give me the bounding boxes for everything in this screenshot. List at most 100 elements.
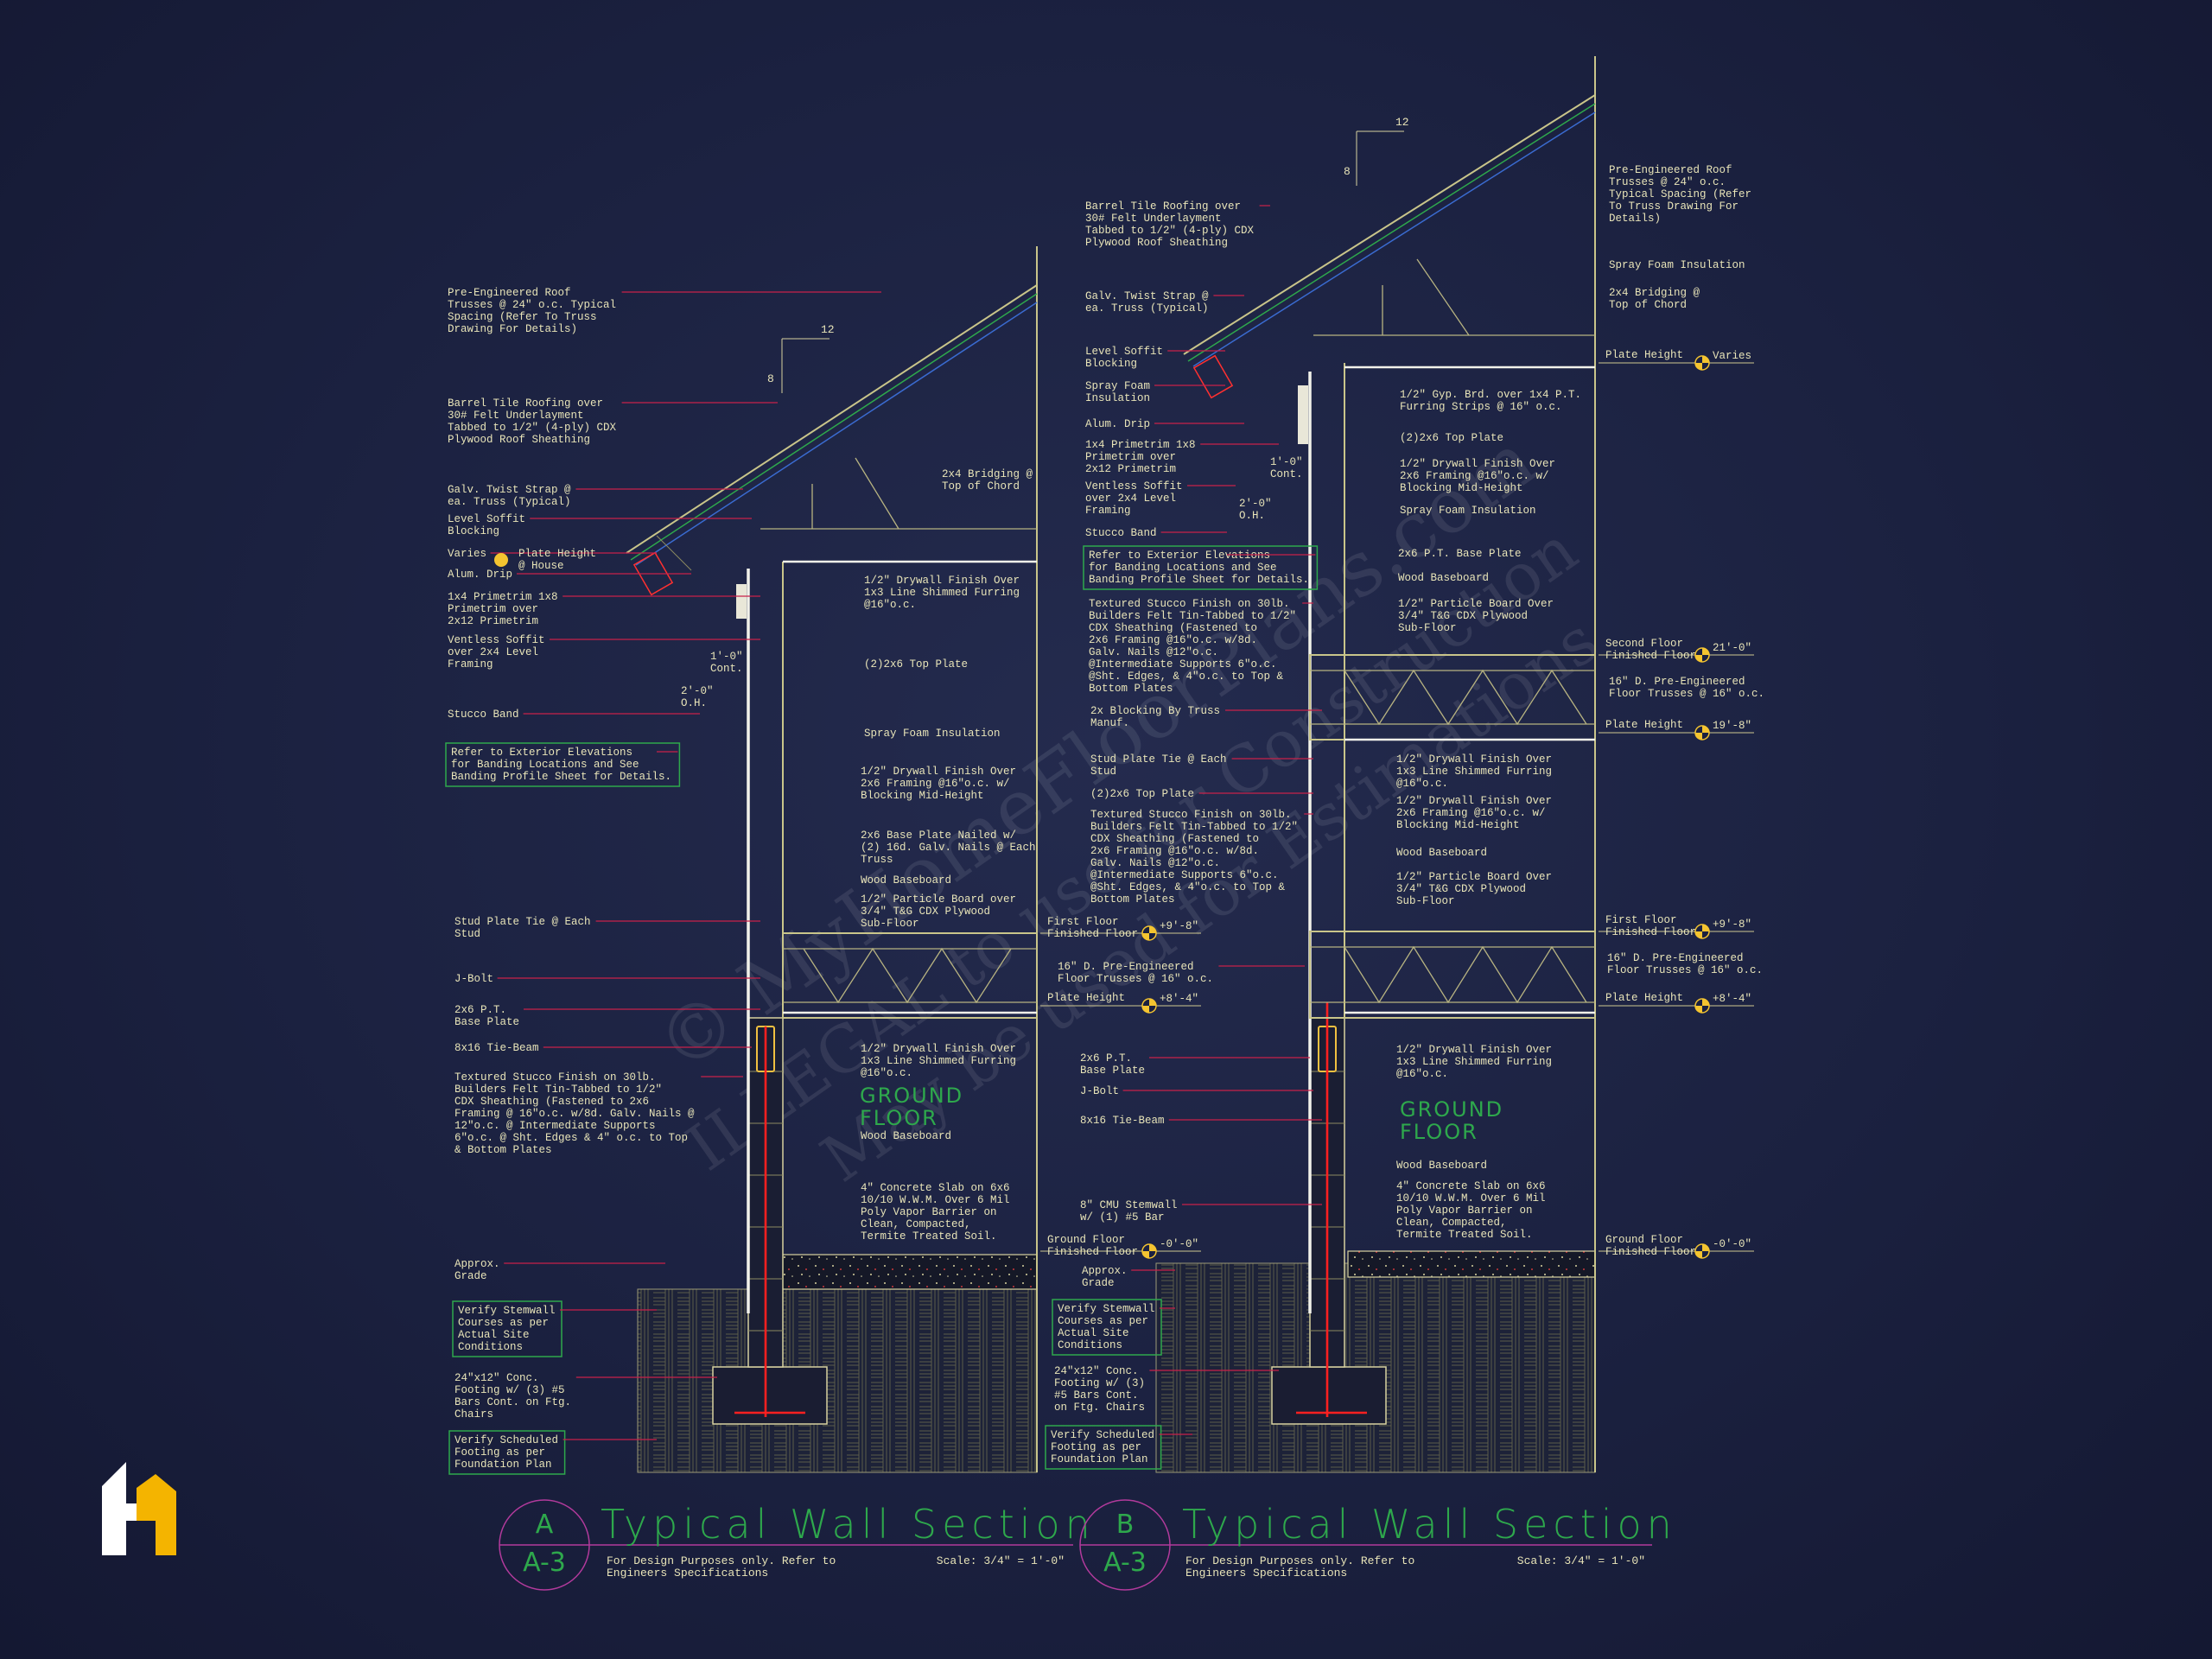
- datum-b-marker-2: [1694, 725, 1710, 741]
- note-b-left-21: 24"x12" Conc.Footing w/ (3)#5 Bars Cont.…: [1054, 1365, 1145, 1414]
- section-title-b: Typical Wall Section: [1182, 1501, 1677, 1548]
- note-a-inner-9: Wood Baseboard: [861, 1130, 951, 1142]
- section-title-a: Typical Wall Section: [601, 1501, 1096, 1548]
- note-a-left-box-16: [452, 1300, 563, 1357]
- overhang-b: 2'-0"O.H.: [1239, 498, 1272, 522]
- pitch-rise-b: 8: [1344, 165, 1351, 178]
- floor-truss-a: [782, 932, 1038, 1019]
- datum-b-marker-3: [1694, 924, 1710, 939]
- datum-b-label-4: Plate Height: [1605, 992, 1683, 1004]
- datum-b-value-5: -0'-0": [1713, 1238, 1751, 1250]
- datum-marker-house-a: [494, 553, 508, 567]
- note-b-inner-0: 1/2" Gyp. Brd. over 1x4 P.T.Furring Stri…: [1400, 389, 1581, 413]
- overhang-cont-b: 1'-0"Cont.: [1270, 456, 1303, 480]
- note-a-left-5: Alum. Drip: [448, 569, 512, 581]
- section-id-letter-a: A: [536, 1510, 554, 1540]
- note-a-inner-2: (2)2x6 Top Plate: [864, 658, 968, 671]
- note-a-left-box-18: [448, 1430, 566, 1475]
- pitch-run-a: 12: [821, 323, 835, 336]
- pitch-run-b: 12: [1395, 116, 1409, 129]
- note-b-left-17: 8x16 Tie-Beam: [1080, 1115, 1165, 1127]
- datum-b-value-2: 19'-8": [1713, 720, 1751, 732]
- overhang-cont-a: 1'-0"Cont.: [710, 651, 743, 675]
- plate-height-house-a: Plate Height@ House: [518, 548, 596, 572]
- datum-b-value-1: 21'-0": [1713, 642, 1751, 654]
- note-a-left-8: Stucco Band: [448, 709, 519, 721]
- note-b-left-1: Galv. Twist Strap @ea. Truss (Typical): [1085, 290, 1209, 315]
- datum-b-marker-1: [1694, 647, 1710, 663]
- datum-b-marker-0: [1694, 355, 1710, 371]
- footing-a: [712, 1366, 828, 1425]
- note-b-left-12: (2)2x6 Top Plate: [1090, 788, 1194, 800]
- note-b-right-1: Spray Foam Insulation: [1609, 259, 1745, 271]
- section-id-sheet-a: A-3: [523, 1548, 566, 1578]
- note-b-left-19: Approx.Grade: [1082, 1265, 1128, 1289]
- note-b-left-7: Stucco Band: [1085, 527, 1157, 539]
- note-b-left-4: Alum. Drip: [1085, 418, 1150, 430]
- section-scale-a: Scale: 3/4" = 1'-0": [937, 1554, 1065, 1567]
- datum-b-label-0: Plate Height: [1605, 349, 1683, 361]
- note-b-inner-4: 2x6 P.T. Base Plate: [1398, 548, 1522, 560]
- note-b-inner-12: Wood Baseboard: [1396, 1160, 1487, 1172]
- slab-b: [1347, 1250, 1596, 1278]
- overhang-a: 2'-0"O.H.: [681, 685, 714, 709]
- note-b-left-13: Textured Stucco Finish on 30lb.Builders …: [1090, 809, 1298, 906]
- datum-b-value-3: +9'-8": [1713, 918, 1751, 931]
- section-id-letter-b: B: [1116, 1510, 1135, 1540]
- note-b-inner-9: Wood Baseboard: [1396, 847, 1487, 859]
- note-a-left-4: Varies: [448, 548, 486, 560]
- footing-b: [1271, 1366, 1387, 1425]
- datum-b-marker-4: [1694, 998, 1710, 1014]
- note-a-left-15: Approx.Grade: [454, 1258, 500, 1282]
- note-a-inner-3: Spray Foam Insulation: [864, 728, 1001, 740]
- note-a-left-12: 2x6 P.T.Base Plate: [454, 1004, 519, 1028]
- note-a-left-14: Textured Stucco Finish on 30lb.Builders …: [454, 1071, 695, 1156]
- pitch-rise-a: 8: [767, 372, 774, 385]
- note-a-left-13: 8x16 Tie-Beam: [454, 1042, 539, 1054]
- note-a-left-2: Galv. Twist Strap @ea. Truss (Typical): [448, 484, 571, 508]
- note-b-left-box-22: [1045, 1425, 1162, 1470]
- datum-a-value-2: -0'-0": [1160, 1238, 1198, 1250]
- datum-b-marker-5: [1694, 1243, 1710, 1259]
- datum-a-marker-1: [1141, 998, 1157, 1014]
- note-b-left-15: 2x6 P.T.Base Plate: [1080, 1052, 1145, 1077]
- datum-a-label-1: Plate Height: [1047, 992, 1125, 1004]
- title-block-a: A A-3 Typical Wall Section For Design Pu…: [499, 1499, 1096, 1591]
